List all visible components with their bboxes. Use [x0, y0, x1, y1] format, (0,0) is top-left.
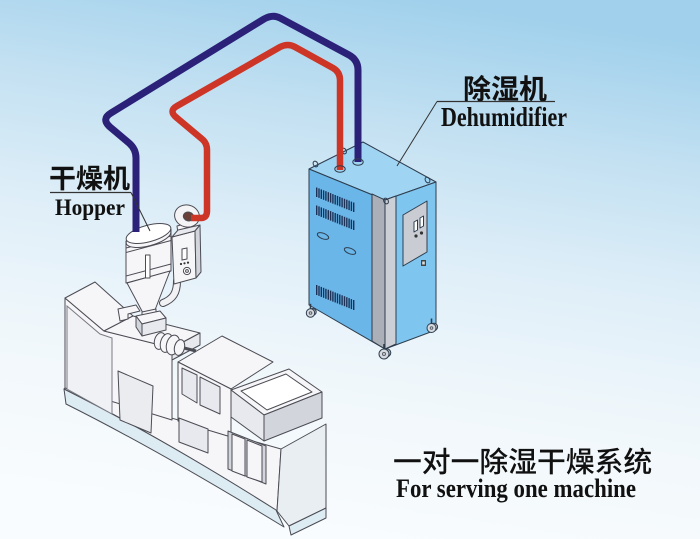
svg-text:Hopper: Hopper — [55, 195, 125, 221]
svg-text:For serving one machine: For serving one machine — [396, 474, 636, 503]
svg-text:Dehumidifier: Dehumidifier — [441, 102, 567, 132]
